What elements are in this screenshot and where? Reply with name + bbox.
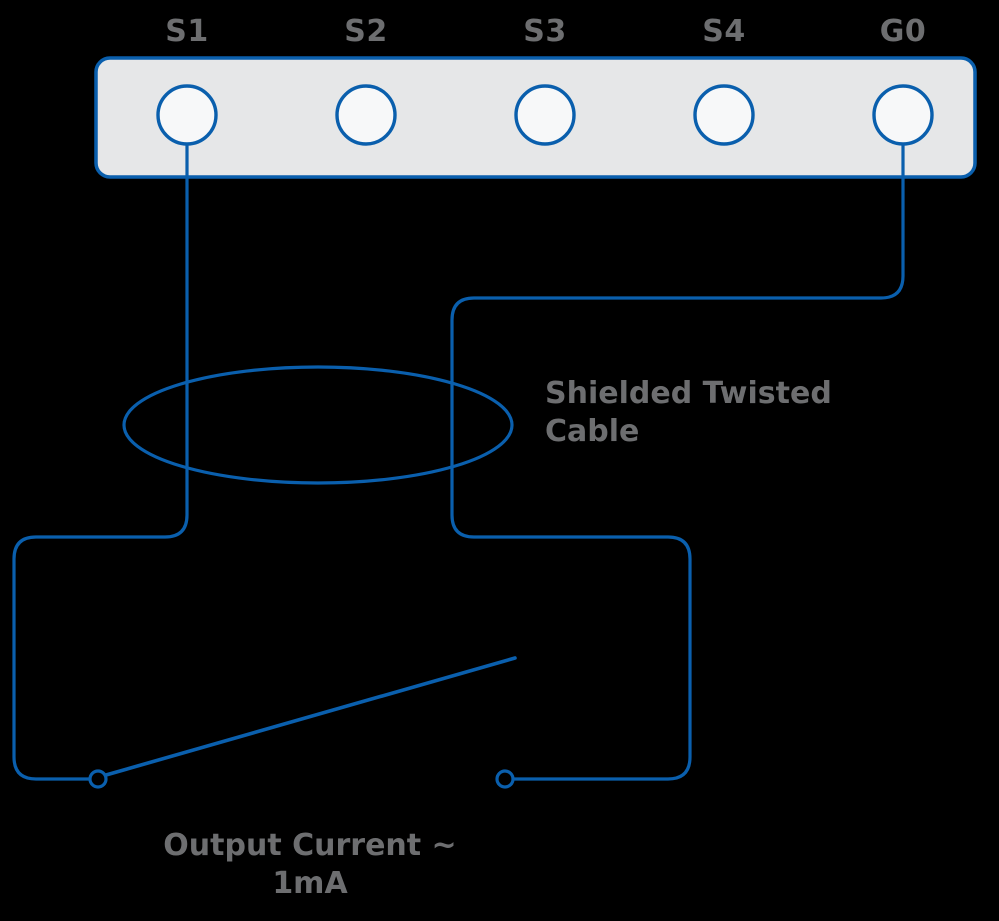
terminal-label-s4: S4 xyxy=(702,14,746,49)
shielded-cable-annotation: Shielded Twisted Cable xyxy=(545,375,945,450)
terminal-label-s1: S1 xyxy=(165,14,209,49)
output-current-line-1: Output Current ~ xyxy=(163,828,457,863)
screw-terminal-s3[interactable] xyxy=(514,84,576,146)
screw-terminal-g0[interactable] xyxy=(872,84,934,146)
switch-blade[interactable] xyxy=(104,656,517,777)
output-current-line-2: 1mA xyxy=(272,865,348,901)
screw-terminal-s4[interactable] xyxy=(693,84,755,146)
screw-terminal-s1[interactable] xyxy=(156,84,218,146)
switch-terminal-right[interactable] xyxy=(495,769,515,789)
wire-g0-to-switch xyxy=(450,113,905,781)
switch-terminal-left[interactable] xyxy=(88,769,108,789)
screw-terminal-s2[interactable] xyxy=(335,84,397,146)
terminal-label-s2: S2 xyxy=(344,14,388,49)
wire-s1-to-switch xyxy=(12,113,189,781)
cable-shield-ellipse xyxy=(122,365,514,485)
output-current-annotation: Output Current ~ 1mA xyxy=(90,827,530,902)
shielded-cable-line-2: Cable xyxy=(545,413,640,449)
shielded-cable-line-1: Shielded Twisted xyxy=(545,376,832,411)
terminal-label-g0: G0 xyxy=(879,14,927,49)
terminal-label-s3: S3 xyxy=(523,14,567,49)
